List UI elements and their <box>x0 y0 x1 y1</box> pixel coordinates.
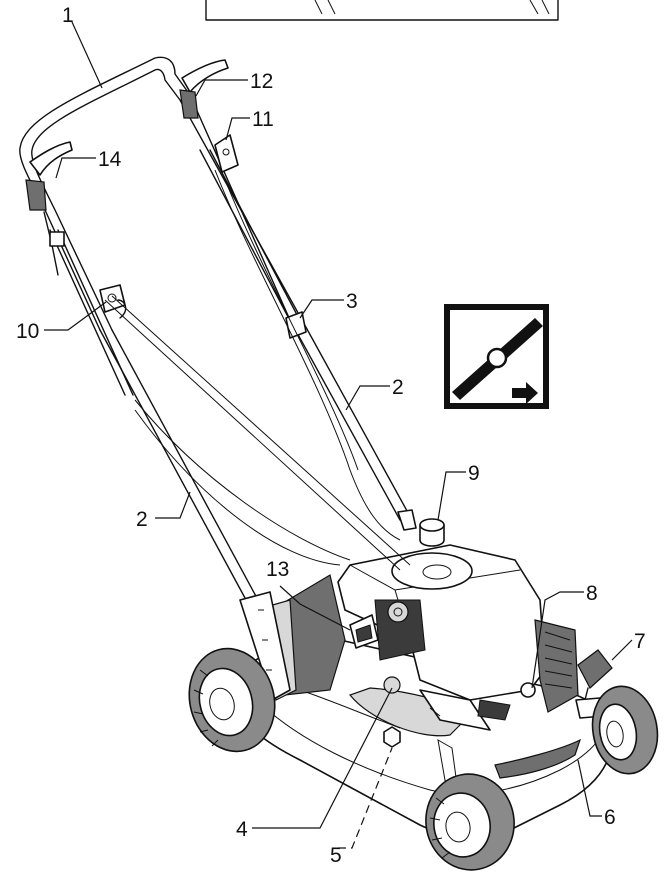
callout-12: 12 <box>250 70 273 93</box>
callout-11: 11 <box>252 108 274 131</box>
callout-7: 7 <box>634 630 646 653</box>
callout-13: 13 <box>266 558 289 581</box>
right-arrow-icon <box>512 382 538 404</box>
callout-9: 9 <box>468 462 480 485</box>
callout-2-lower: 2 <box>136 508 148 531</box>
callout-5: 5 <box>330 844 342 867</box>
control-cables <box>104 169 411 571</box>
callout-labels: 1 12 11 14 10 3 2 2 9 13 8 7 6 4 5 <box>16 4 646 867</box>
cable-guide <box>285 311 307 339</box>
callout-14: 14 <box>98 148 122 171</box>
callout-2-upper: 2 <box>392 376 404 399</box>
blade-rotation-symbol <box>444 304 549 409</box>
callout-4: 4 <box>236 818 248 841</box>
callout-8: 8 <box>586 582 598 605</box>
recoil-starter <box>349 614 379 649</box>
engine <box>337 544 579 731</box>
callout-1: 1 <box>62 4 74 27</box>
fuel-cap <box>419 518 445 547</box>
throttle-control <box>214 134 239 173</box>
front-left-wheel <box>425 773 515 871</box>
callout-3: 3 <box>346 290 358 313</box>
front-right-wheel <box>591 685 659 775</box>
callout-10: 10 <box>16 320 39 343</box>
control-levers <box>25 59 229 276</box>
rear-left-wheel <box>188 647 276 753</box>
callout-6: 6 <box>604 806 616 829</box>
top-frame <box>205 0 559 21</box>
oil-plug <box>383 726 401 748</box>
leader-lines <box>44 21 633 849</box>
